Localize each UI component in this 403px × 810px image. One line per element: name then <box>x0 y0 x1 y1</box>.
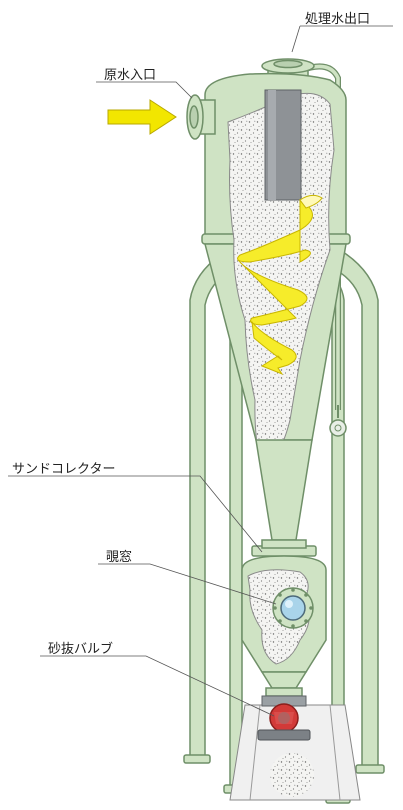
sight-window-label: 覗窓 <box>106 546 132 565</box>
neck <box>252 440 316 556</box>
sight-window <box>273 588 313 628</box>
sand-valve-label: 砂抜バルブ <box>48 638 113 657</box>
inlet-arrow <box>108 100 176 134</box>
inlet-nozzle <box>187 95 215 139</box>
lower-funnel <box>262 672 306 696</box>
inlet-label: 原水入口 <box>104 64 156 83</box>
outlet-label: 処理水出口 <box>305 8 370 27</box>
sand-collector-label: サンドコレクター <box>12 458 115 477</box>
